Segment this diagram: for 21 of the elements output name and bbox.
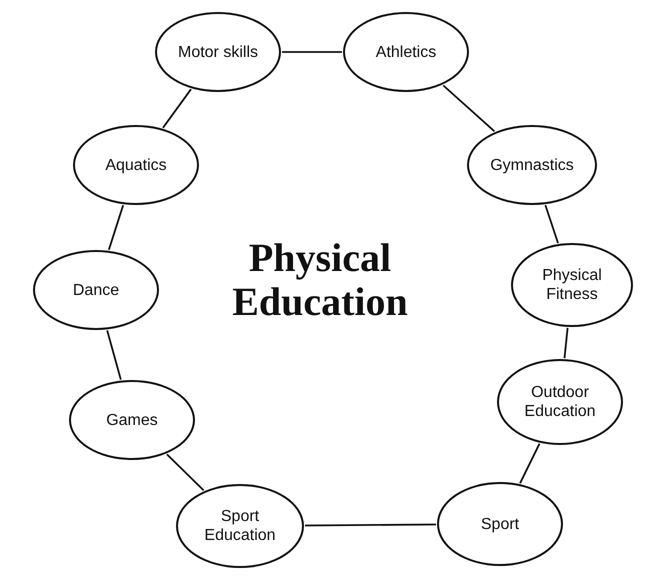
connector-line	[162, 88, 192, 128]
topic-label: Sport Education	[203, 507, 277, 545]
connector-line	[544, 204, 559, 244]
connector-line	[108, 204, 124, 250]
connector-line	[304, 524, 436, 526]
topic-label: Physical Fitness	[541, 266, 603, 304]
topic-label: Motor skills	[178, 42, 258, 62]
connector-line	[166, 454, 204, 491]
topic-label: Aquatics	[105, 156, 167, 174]
topic-label: Outdoor Education	[523, 383, 597, 421]
topic-label: Athletics	[376, 42, 436, 62]
connector-line	[564, 328, 568, 358]
connector-line	[282, 51, 342, 53]
connector-line	[106, 330, 122, 380]
connector-line	[519, 443, 540, 484]
topic-label: Games	[106, 410, 158, 430]
connector-line	[442, 84, 496, 132]
topic-label: Gymnastics	[490, 156, 574, 174]
title: Physical Education	[231, 236, 409, 324]
topic-label: Sport	[480, 514, 520, 534]
topic-label: Dance	[72, 280, 120, 300]
